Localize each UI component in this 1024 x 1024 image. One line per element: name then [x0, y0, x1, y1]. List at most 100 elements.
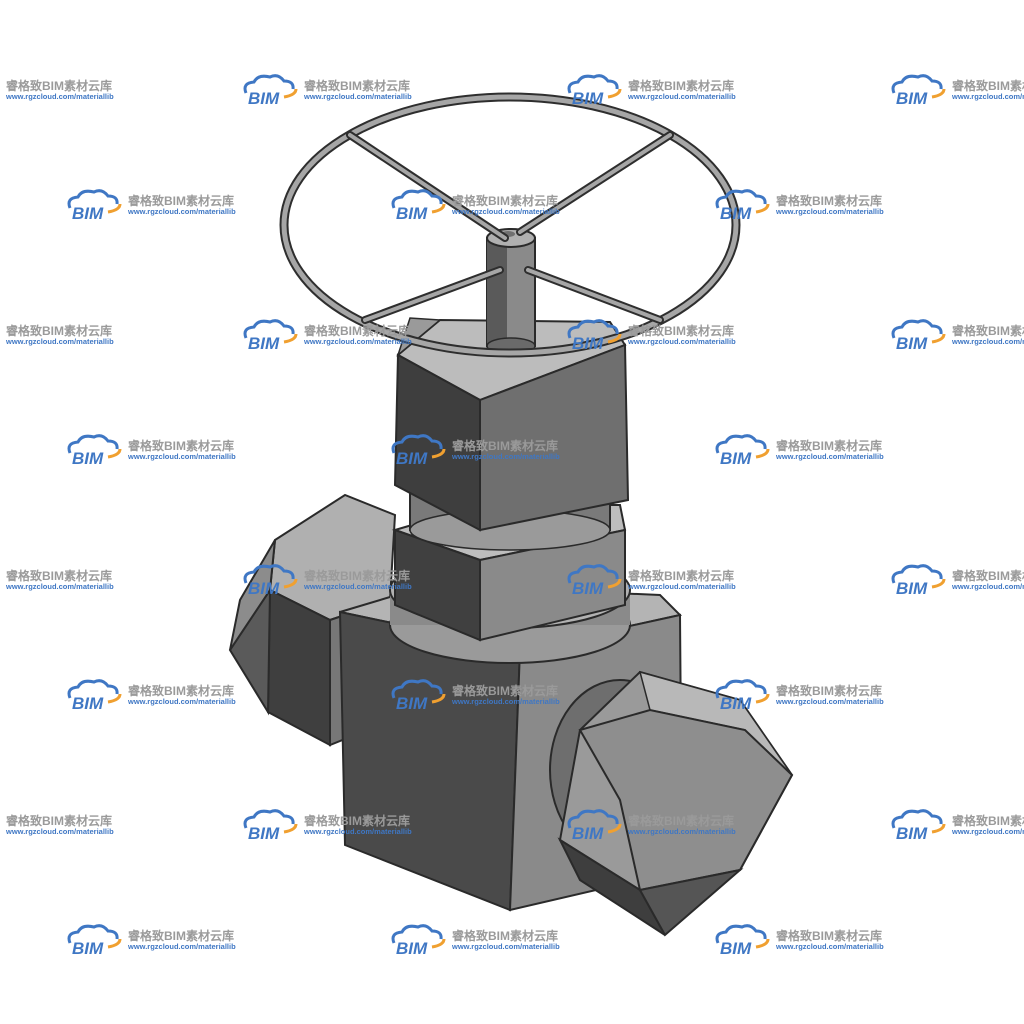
- watermark-url: www.rgzcloud.com/materiallib: [952, 581, 1024, 591]
- bim-watermark: BIM 睿格致BIM素材云库 www.rgzcloud.com/material…: [562, 805, 762, 845]
- bim-cloud-logo-icon: BIM: [243, 319, 298, 352]
- watermark-url: www.rgzcloud.com/materiallib: [628, 336, 736, 346]
- svg-text:BIM: BIM: [720, 939, 752, 957]
- watermark-url: www.rgzcloud.com/materiallib: [304, 91, 412, 101]
- watermark-url: www.rgzcloud.com/materiallib: [128, 206, 236, 216]
- bim-watermark: BIM 睿格致BIM素材云库 www.rgzcloud.com/material…: [710, 430, 910, 470]
- watermark-title: 睿格致BIM素材云库: [128, 683, 234, 698]
- bim-watermark: BIM 睿格致BIM素材云库 www.rgzcloud.com/material…: [710, 675, 910, 715]
- watermark-title: 睿格致BIM素材云库: [952, 323, 1024, 338]
- watermark-title: 睿格致BIM素材云库: [6, 323, 112, 338]
- bim-cloud-logo-icon: BIM: [567, 319, 622, 352]
- watermark-title: 睿格致BIM素材云库: [304, 813, 410, 828]
- watermark-title: 睿格致BIM素材云库: [776, 438, 882, 453]
- svg-text:BIM: BIM: [720, 449, 752, 467]
- bim-cloud-logo-icon: BIM: [715, 924, 770, 957]
- watermark-url: www.rgzcloud.com/materiallib: [128, 696, 236, 706]
- svg-text:BIM: BIM: [896, 579, 928, 597]
- bim-watermark: BIM 睿格致BIM素材云库 www.rgzcloud.com/material…: [562, 315, 762, 355]
- watermark-url: www.rgzcloud.com/materiallib: [304, 826, 412, 836]
- bim-watermark: BIM 睿格致BIM素材云库 www.rgzcloud.com/material…: [0, 315, 140, 355]
- watermark-title: 睿格致BIM素材云库: [304, 323, 410, 338]
- bim-watermark: BIM 睿格致BIM素材云库 www.rgzcloud.com/material…: [886, 70, 1024, 110]
- bim-cloud-logo-icon: BIM: [715, 679, 770, 712]
- watermark-title: 睿格致BIM素材云库: [776, 193, 882, 208]
- watermark-title: 睿格致BIM素材云库: [628, 323, 734, 338]
- watermark-url: www.rgzcloud.com/materiallib: [952, 91, 1024, 101]
- watermark-url: www.rgzcloud.com/materiallib: [628, 581, 736, 591]
- svg-text:BIM: BIM: [396, 204, 428, 222]
- bim-watermark: BIM 睿格致BIM素材云库 www.rgzcloud.com/material…: [710, 920, 910, 960]
- watermark-title: 睿格致BIM素材云库: [6, 78, 112, 93]
- svg-text:BIM: BIM: [248, 334, 280, 352]
- watermark-url: www.rgzcloud.com/materiallib: [304, 581, 412, 591]
- watermark-url: www.rgzcloud.com/materiallib: [452, 206, 560, 216]
- watermark-title: 睿格致BIM素材云库: [452, 928, 558, 943]
- watermark-title: 睿格致BIM素材云库: [6, 813, 112, 828]
- watermark-title: 睿格致BIM素材云库: [128, 193, 234, 208]
- bim-watermark: BIM 睿格致BIM素材云库 www.rgzcloud.com/material…: [0, 560, 140, 600]
- bim-cloud-logo-icon: BIM: [243, 564, 298, 597]
- watermark-url: www.rgzcloud.com/materiallib: [128, 451, 236, 461]
- bim-watermark: BIM 睿格致BIM素材云库 www.rgzcloud.com/material…: [886, 560, 1024, 600]
- bim-watermark: BIM 睿格致BIM素材云库 www.rgzcloud.com/material…: [562, 70, 762, 110]
- bim-watermark: BIM 睿格致BIM素材云库 www.rgzcloud.com/material…: [386, 920, 586, 960]
- watermark-url: www.rgzcloud.com/materiallib: [6, 826, 114, 836]
- bim-watermark: BIM 睿格致BIM素材云库 www.rgzcloud.com/material…: [238, 70, 438, 110]
- bim-cloud-logo-icon: BIM: [715, 189, 770, 222]
- watermark-url: www.rgzcloud.com/materiallib: [452, 941, 560, 951]
- watermark-url: www.rgzcloud.com/materiallib: [452, 696, 560, 706]
- watermark-url: www.rgzcloud.com/materiallib: [952, 336, 1024, 346]
- svg-text:BIM: BIM: [72, 449, 104, 467]
- watermark-url: www.rgzcloud.com/materiallib: [776, 451, 884, 461]
- watermark-title: 睿格致BIM素材云库: [628, 813, 734, 828]
- bim-cloud-logo-icon: BIM: [67, 679, 122, 712]
- watermark-url: www.rgzcloud.com/materiallib: [628, 826, 736, 836]
- bim-cloud-logo-icon: BIM: [891, 809, 946, 842]
- handwheel: [279, 92, 741, 358]
- svg-text:BIM: BIM: [396, 694, 428, 712]
- bim-cloud-logo-icon: BIM: [243, 74, 298, 107]
- watermark-url: www.rgzcloud.com/materiallib: [776, 941, 884, 951]
- svg-text:BIM: BIM: [248, 579, 280, 597]
- bim-watermark: BIM 睿格致BIM素材云库 www.rgzcloud.com/material…: [886, 805, 1024, 845]
- bim-cloud-logo-icon: BIM: [891, 564, 946, 597]
- watermark-title: 睿格致BIM素材云库: [452, 193, 558, 208]
- watermark-title: 睿格致BIM素材云库: [952, 568, 1024, 583]
- watermark-url: www.rgzcloud.com/materiallib: [628, 91, 736, 101]
- svg-text:BIM: BIM: [572, 334, 604, 352]
- watermark-url: www.rgzcloud.com/materiallib: [128, 941, 236, 951]
- watermark-url: www.rgzcloud.com/materiallib: [776, 696, 884, 706]
- bim-cloud-logo-icon: BIM: [391, 434, 446, 467]
- svg-text:BIM: BIM: [572, 579, 604, 597]
- svg-text:BIM: BIM: [572, 824, 604, 842]
- bim-cloud-logo-icon: BIM: [391, 679, 446, 712]
- bim-watermark: BIM 睿格致BIM素材云库 www.rgzcloud.com/material…: [562, 560, 762, 600]
- right-hex-nut: [549, 670, 794, 937]
- bim-watermark: BIM 睿格致BIM素材云库 www.rgzcloud.com/material…: [238, 560, 438, 600]
- bim-watermark: BIM 睿格致BIM素材云库 www.rgzcloud.com/material…: [62, 920, 262, 960]
- watermark-url: www.rgzcloud.com/materiallib: [952, 826, 1024, 836]
- valve-stem: [486, 228, 536, 355]
- watermark-title: 睿格致BIM素材云库: [952, 813, 1024, 828]
- watermark-title: 睿格致BIM素材云库: [776, 928, 882, 943]
- bim-watermark: BIM 睿格致BIM素材云库 www.rgzcloud.com/material…: [886, 315, 1024, 355]
- svg-text:BIM: BIM: [72, 204, 104, 222]
- bim-cloud-logo-icon: BIM: [67, 924, 122, 957]
- svg-text:BIM: BIM: [896, 824, 928, 842]
- watermark-title: 睿格致BIM素材云库: [304, 78, 410, 93]
- watermark-url: www.rgzcloud.com/materiallib: [776, 206, 884, 216]
- bim-watermark: BIM 睿格致BIM素材云库 www.rgzcloud.com/material…: [62, 675, 262, 715]
- bim-cloud-logo-icon: BIM: [567, 74, 622, 107]
- bim-cloud-logo-icon: BIM: [243, 809, 298, 842]
- svg-text:BIM: BIM: [720, 694, 752, 712]
- watermark-title: 睿格致BIM素材云库: [452, 683, 558, 698]
- bim-cloud-logo-icon: BIM: [391, 189, 446, 222]
- watermark-url: www.rgzcloud.com/materiallib: [6, 581, 114, 591]
- bim-watermark: BIM 睿格致BIM素材云库 www.rgzcloud.com/material…: [62, 185, 262, 225]
- svg-text:BIM: BIM: [572, 89, 604, 107]
- watermark-title: 睿格致BIM素材云库: [452, 438, 558, 453]
- watermark-title: 睿格致BIM素材云库: [952, 78, 1024, 93]
- bim-watermark: BIM 睿格致BIM素材云库 www.rgzcloud.com/material…: [238, 805, 438, 845]
- watermark-title: 睿格致BIM素材云库: [128, 928, 234, 943]
